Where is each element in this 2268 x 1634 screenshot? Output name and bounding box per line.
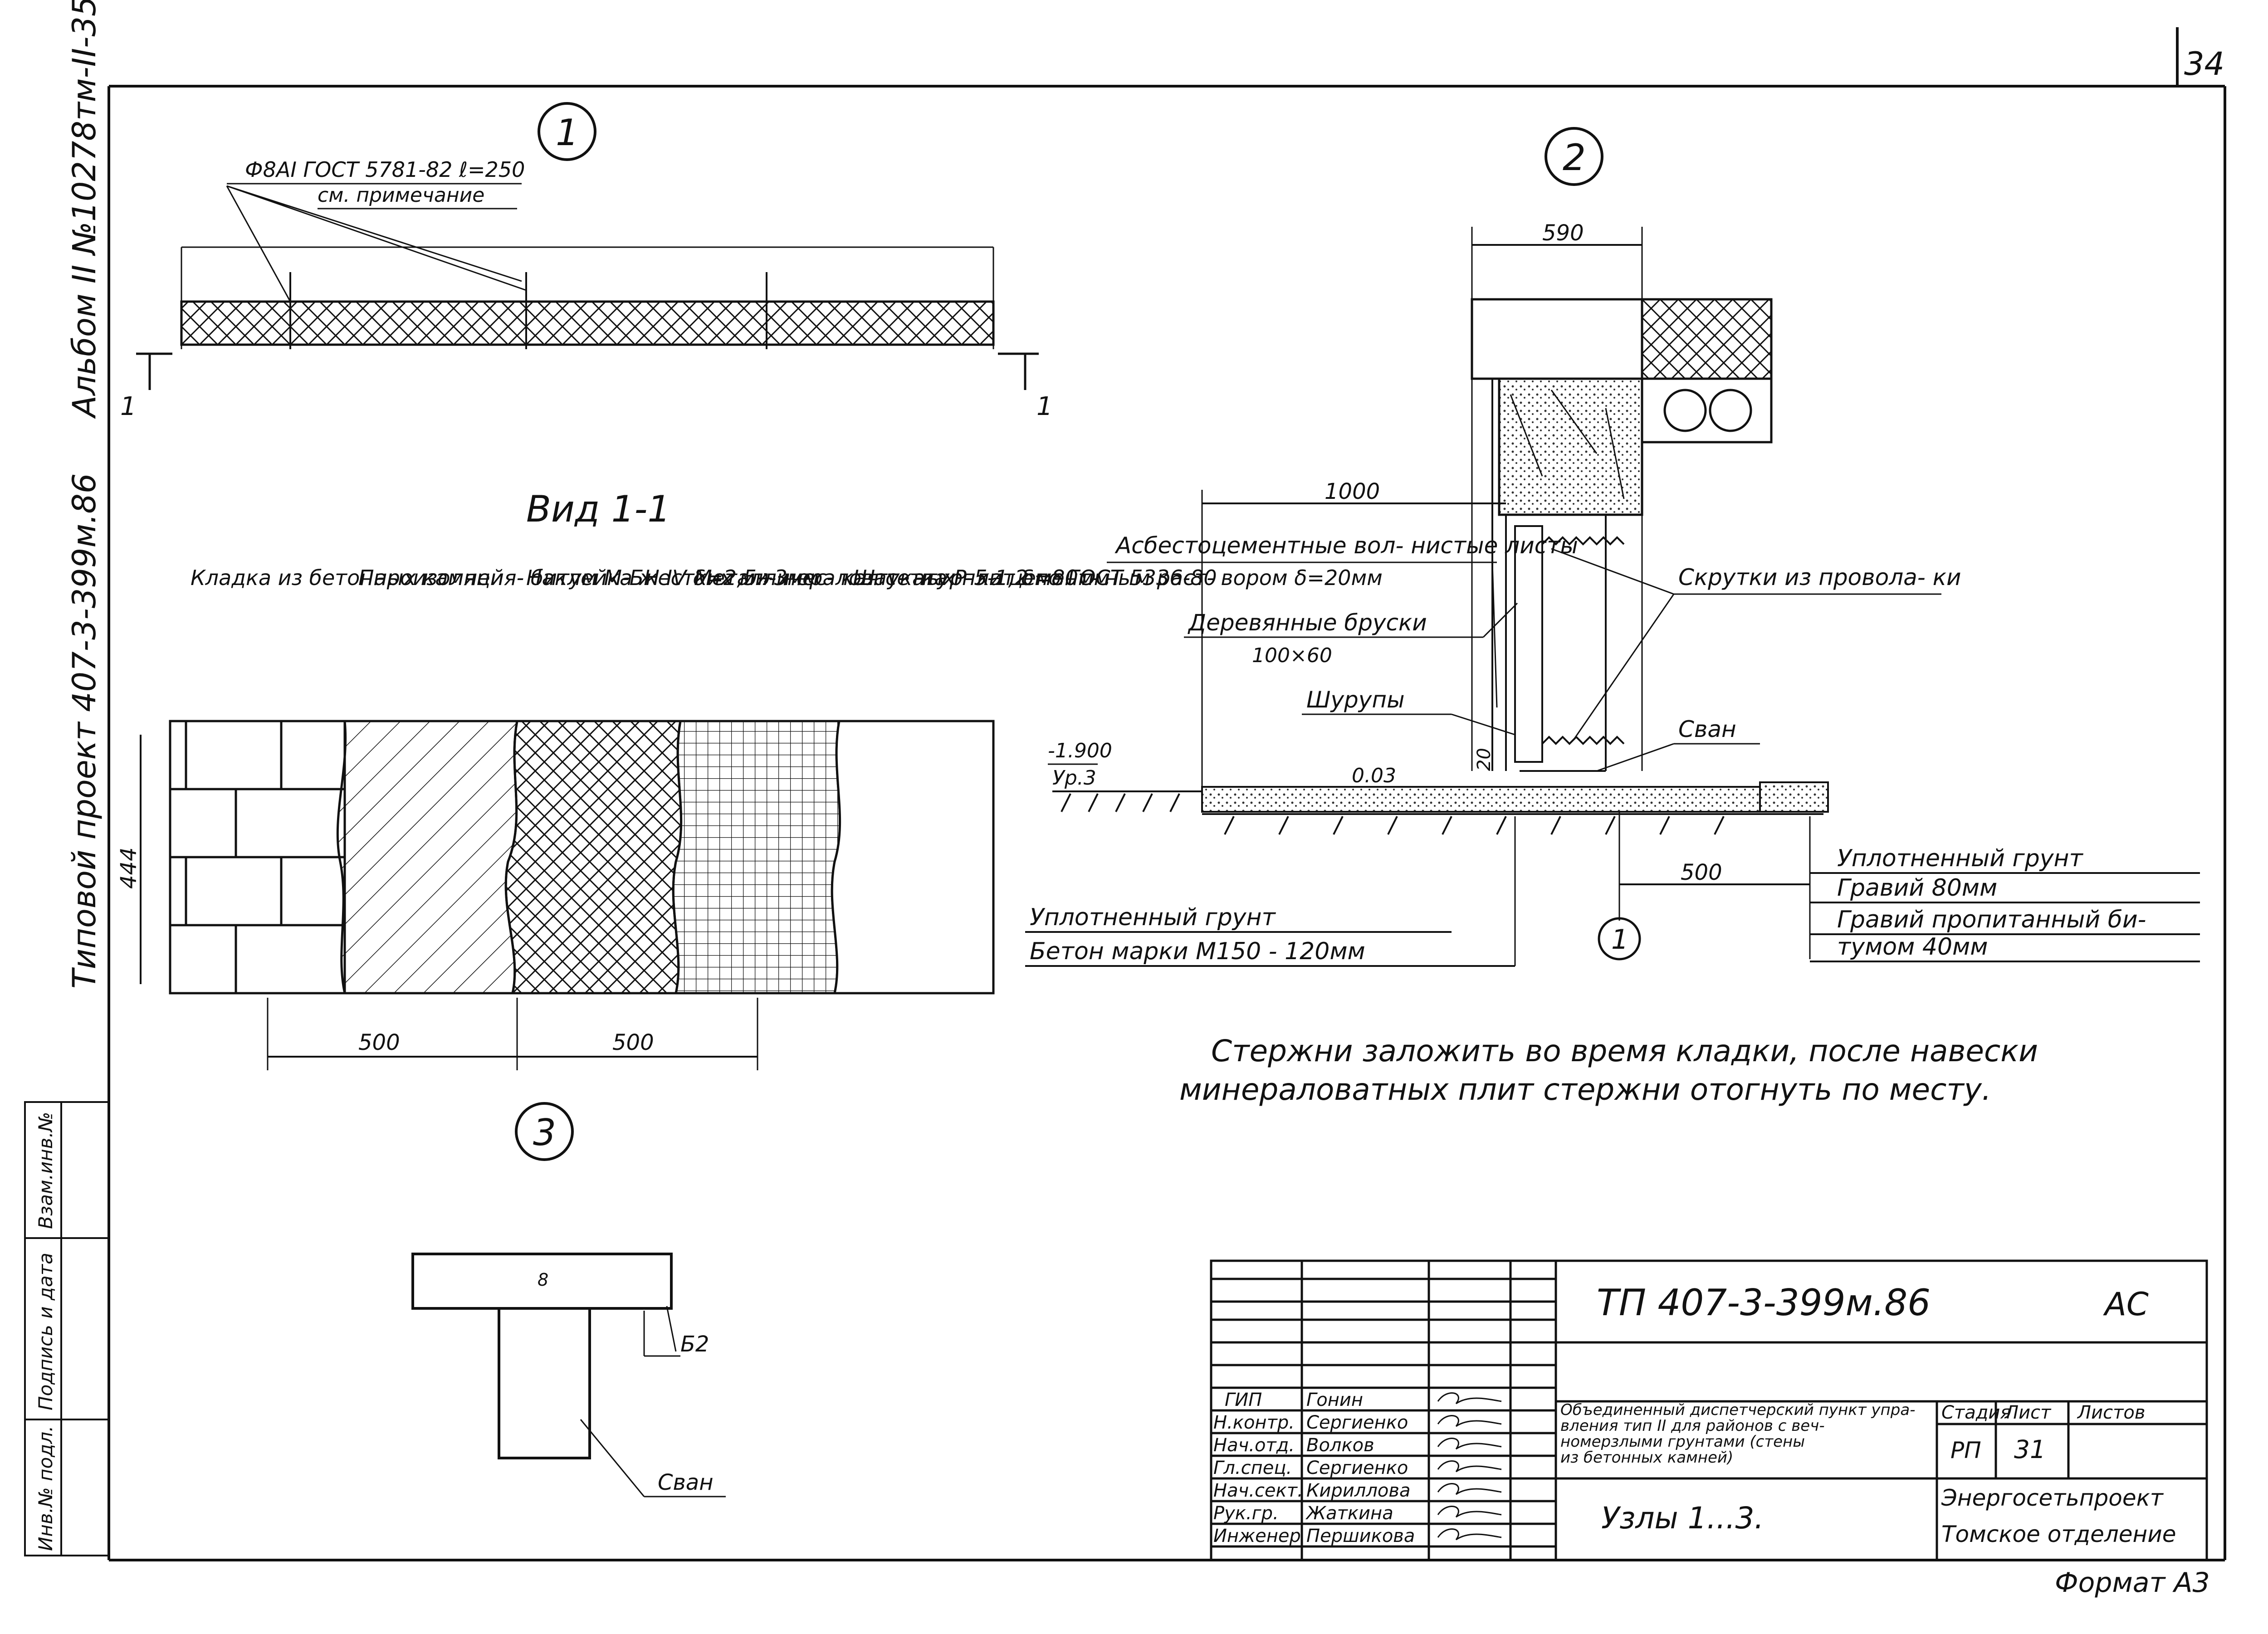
node1-rebar-label: Ф8АI ГОСТ 5781-82 ℓ=250 [245, 157, 525, 182]
stage-value: РП [1950, 1437, 1981, 1463]
sheet-number: 34 [2184, 45, 2224, 83]
vapour-barrier-layer [336, 720, 518, 995]
node3-beam [411, 1253, 673, 1310]
left-layer-compacted: Уплотненный грунт [1030, 904, 1276, 931]
masonry-joints [170, 721, 345, 993]
callout-wire-twists: Скрутки из провола- ки [1678, 564, 1961, 590]
name-engineer: Першикова [1306, 1526, 1415, 1546]
description-line-2: вления тип II для районов с веч- [1560, 1417, 1825, 1435]
signatures [1437, 1392, 1502, 1541]
view-1-1: Вид 1-1 Кладка из бетонных камней Пароиз… [116, 488, 1383, 1070]
side-album-text: Альбом II №10278тм-II-35 [66, 0, 103, 419]
callout-pile: Сван [1678, 716, 1736, 742]
node1-marker-circle [538, 102, 596, 161]
node2-ground-slab [1201, 786, 1761, 813]
name-ncontr: Сергиенко [1306, 1412, 1408, 1433]
name-nachotd: Волков [1306, 1435, 1374, 1456]
layer-metal-mesh: Металличес- кая сетка Р-5-1,2 по ГОСТ 53… [694, 566, 1217, 590]
node2-marker: 2 [1563, 137, 1586, 179]
node2-concrete-beam [1498, 377, 1643, 516]
sheets-header: Листов [2077, 1402, 2145, 1423]
title-mark: АС [2103, 1286, 2149, 1323]
metal-mesh-layer [672, 720, 841, 995]
drawing-name: Узлы 1...3. [1601, 1501, 1764, 1536]
title-block [1210, 1259, 2208, 1561]
node2-dim-1000: 1000 [1325, 479, 1380, 504]
description-line-3: номерзлыми грунтами (стены [1560, 1433, 1805, 1451]
node2-level: -1.900 [1048, 739, 1112, 762]
role-glspec: Гл.спец. [1213, 1458, 1292, 1478]
callout-asbestos-sheets: Асбестоцементные вол- нистые листы [1114, 532, 1578, 559]
node3-marker: 3 [533, 1112, 556, 1154]
node2-dim-top: 590 [1542, 220, 1584, 246]
node1-insulation-strip [180, 300, 995, 346]
plaster-layer [831, 720, 995, 995]
node1-marker: 1 [556, 112, 579, 154]
format-label: Формат А3 [2055, 1567, 2210, 1599]
node-2: 2 590 1000 Асбестоцементные вол- нистые … [1025, 127, 2200, 967]
node1-rebar-note: см. примечание [318, 184, 484, 207]
node3-small: 8 [538, 1270, 548, 1290]
node2-marker-circle [1545, 127, 1603, 186]
strip-replace-label: Взам.инв.№ [34, 1112, 57, 1229]
note-line-1: Стержни заложить во время кладки, после … [1211, 1034, 2038, 1068]
title-code: ТП 407-3-399м.86 [1597, 1282, 1931, 1324]
left-layer-concrete: Бетон марки М150 - 120мм [1030, 938, 1365, 965]
node3-label-b2: Б2 [680, 1332, 709, 1357]
callout-wood-bars: Деревянные бруски [1188, 610, 1427, 636]
role-rukgr: Рук.гр. [1213, 1503, 1279, 1524]
role-ncontr: Н.контр. [1213, 1412, 1295, 1433]
role-nachotd: Нач.отд. [1213, 1435, 1295, 1456]
view11-title: Вид 1-1 [526, 488, 670, 530]
description-line-4: из бетонных камней) [1560, 1449, 1733, 1467]
node2-level-label: Ур.3 [1052, 766, 1096, 790]
org-name: Энергосетьпроект [1941, 1485, 2164, 1511]
node2-dim-20: 20 [1474, 748, 1495, 771]
node2-dim-500: 500 [1681, 860, 1722, 885]
role-gip: ГИП [1225, 1390, 1262, 1410]
stage-header: Стадия [1941, 1402, 2011, 1423]
node2-slope: 0.03 [1352, 764, 1396, 787]
node-1: 1 Ф8АI ГОСТ 5781-82 ℓ=250 см. примечание… [120, 102, 1053, 421]
mineral-wool-layer [504, 720, 683, 995]
role-engineer: Инженер [1213, 1526, 1301, 1546]
strip-inv-label: Инв.№ подл. [34, 1426, 57, 1551]
view11-dim-height: 444 [116, 847, 142, 889]
layer-masonry: Кладка из бетонных камней [191, 566, 504, 590]
strip-sign-label: Подпись и дата [34, 1253, 57, 1410]
callout-screws: Шурупы [1306, 687, 1405, 713]
name-nachsekt: Кириллова [1306, 1480, 1410, 1501]
description-line-1: Объединенный диспетчерский пункт упра- [1560, 1401, 1915, 1419]
section-mark-right: 1 [1036, 392, 1053, 421]
right-layer-bitumen-gravel: Гравий пропитанный би- [1837, 906, 2146, 933]
org-branch: Томское отделение [1941, 1521, 2176, 1547]
left-strip [24, 1101, 110, 1556]
name-gip: Гонин [1306, 1390, 1363, 1410]
layer-vapour-barrier: Пароизоляция- битум М-БН IV δ=2,5÷3мм [358, 566, 819, 590]
role-nachsekt: Нач.сект. [1213, 1480, 1303, 1501]
layer-plaster: Штукатур- ка цемент- ным раст- вором δ=2… [853, 566, 1383, 590]
callout-wood-bars-size: 100×60 [1252, 644, 1332, 667]
name-rukgr: Жаткина [1305, 1503, 1393, 1524]
node3-pile [498, 1307, 591, 1459]
node-3: 3 8 Б2 Сван [411, 1102, 726, 1497]
side-project-text: Типовой проект 407-3-399м.86 [66, 473, 103, 989]
sheet-header: Лист [2004, 1402, 2052, 1423]
view11-dim-a: 500 [358, 1030, 400, 1055]
name-glspec: Сергиенко [1306, 1458, 1408, 1478]
right-layer-compacted: Уплотненный грунт [1837, 845, 2083, 872]
section-mark-left: 1 [120, 392, 137, 421]
note-line-2: минераловатных плит стержни отогнуть по … [1179, 1072, 1991, 1107]
node2-axis: 1 [1611, 924, 1628, 956]
right-layer-bitumen: тумом 40мм [1837, 933, 1988, 961]
layer-mineral-wool: Наклейка жестких ми- нераловат- ных плит… [526, 566, 1110, 590]
node3-label-pile: Сван [658, 1470, 714, 1495]
node3-marker-circle [515, 1102, 574, 1161]
view11-dim-b: 500 [612, 1030, 654, 1055]
right-layer-gravel: Гравий 80мм [1837, 874, 1997, 902]
node2-slab-hatch [1641, 298, 1773, 380]
axis-marker-circle [1598, 917, 1641, 961]
sheet-value: 31 [2014, 1435, 2046, 1464]
